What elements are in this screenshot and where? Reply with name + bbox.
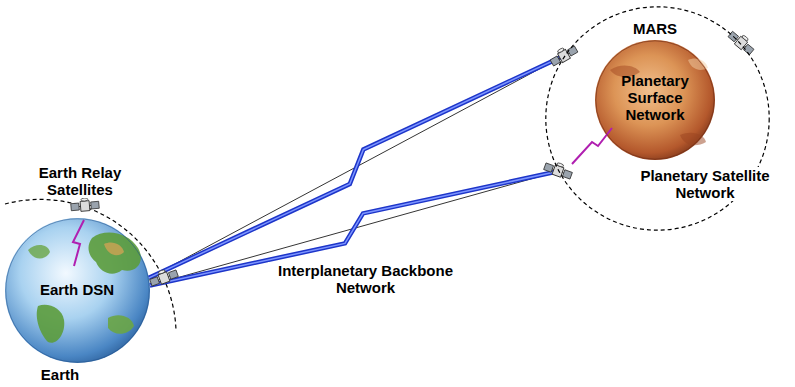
satellite-icon	[548, 42, 579, 67]
network-label: Planetary Satellite Network	[625, 167, 785, 201]
node-border	[596, 41, 714, 159]
earth-orbit-arc	[5, 199, 176, 330]
lightning-bolt	[149, 56, 564, 278]
station-label: Earth DSN	[27, 281, 127, 298]
satellite-icon	[727, 28, 757, 56]
planet-node: MARSPlanetary Surface Network	[595, 40, 715, 160]
satellite-network-orbit: Planetary Satellite NetworkMARSPlanetary…	[545, 6, 770, 231]
planet-node: Earth DSNEarth	[5, 218, 150, 363]
planet-heading: Earth	[5, 366, 115, 383]
lightning-highlight	[149, 56, 564, 278]
earth-globe	[5, 218, 150, 363]
earth-radio-link	[73, 220, 84, 266]
network-label: Interplanetary Backbone Network	[268, 262, 463, 296]
backbone-link	[149, 56, 564, 278]
mars-planet	[595, 40, 715, 160]
satellites	[70, 28, 757, 288]
connector-layer	[149, 56, 564, 286]
satellite-label: Earth Relay Satellites	[20, 164, 140, 198]
link-line	[149, 56, 564, 278]
satellite-icon	[70, 197, 99, 212]
satellite-icon	[148, 266, 179, 288]
network-label: Planetary Surface Network	[603, 72, 707, 123]
planet-heading: MARS	[595, 20, 715, 37]
node-border	[6, 219, 149, 362]
